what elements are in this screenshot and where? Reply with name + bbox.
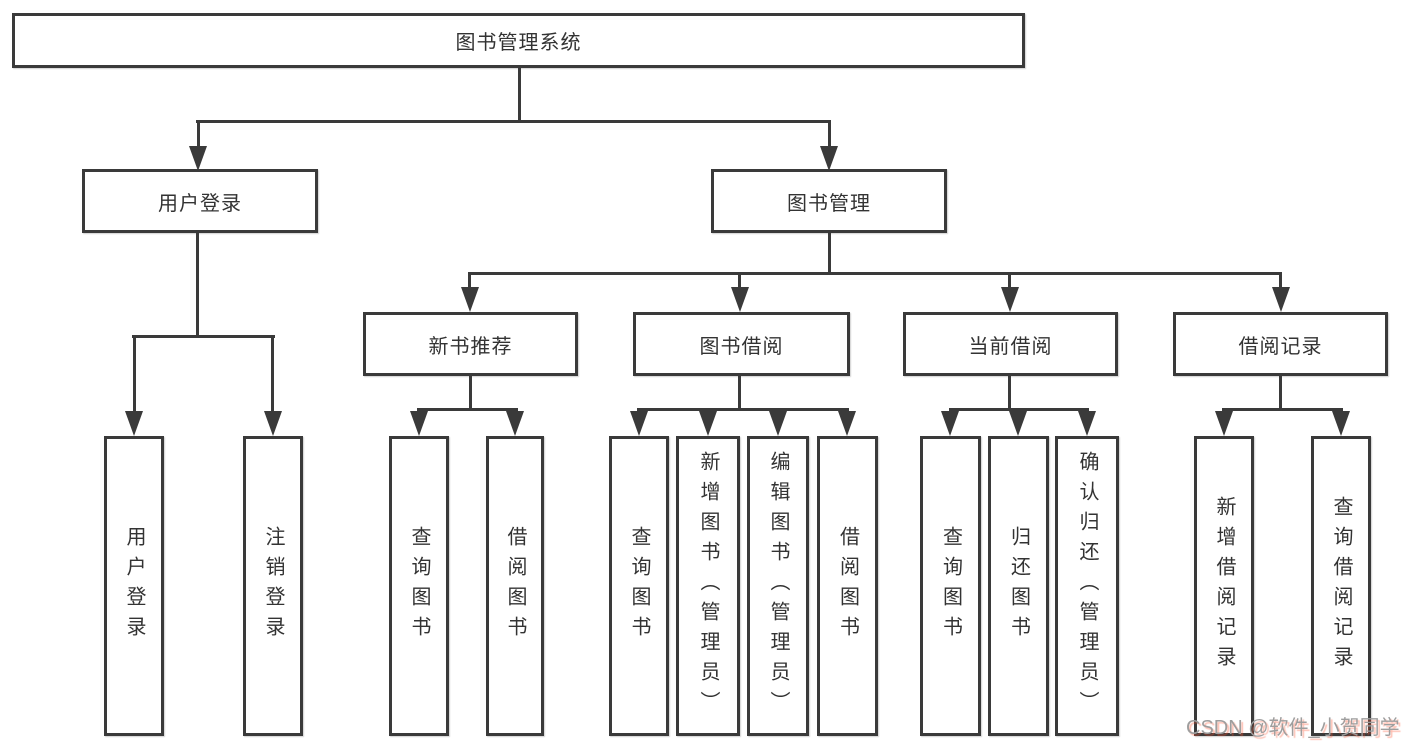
leaf-query-books-borrow: 查询图书 [609, 436, 669, 736]
connector-nbr-horizontal [417, 408, 518, 411]
node-user-login: 用户登录 [82, 169, 318, 233]
leaf-borrow-books-recommend-label: 借阅图书 [504, 526, 526, 646]
arrowhead-bb-edit [769, 411, 787, 436]
leaf-add-book-admin-label: 新增图书（管理员） [697, 451, 719, 721]
connector-drop-leaf-logout [271, 335, 274, 414]
connector-drop-new-book-recommend [468, 272, 471, 289]
leaf-query-books-borrow-label: 查询图书 [628, 526, 650, 646]
node-book-management: 图书管理 [711, 169, 947, 233]
arrowhead-br-query [1332, 411, 1350, 436]
leaf-borrow-books-label: 借阅图书 [836, 526, 859, 646]
leaf-user-login-label: 用户登录 [123, 526, 145, 646]
connector-br-horizontal [1222, 408, 1343, 411]
node-root-library-system: 图书管理系统 [12, 13, 1025, 68]
leaf-logout: 注销登录 [243, 436, 303, 736]
leaf-query-books-current-label: 查询图书 [939, 526, 962, 646]
leaf-borrow-books: 借阅图书 [817, 436, 878, 736]
leaf-add-borrow-record-label: 新增借阅记录 [1213, 496, 1235, 676]
leaf-edit-book-admin: 编辑图书（管理员） [747, 436, 809, 736]
connector-drop-book-borrow [738, 272, 741, 289]
leaf-query-books-recommend-label: 查询图书 [408, 526, 430, 646]
arrowhead-bb-borrow [838, 411, 856, 436]
connector-user-login-horizontal [132, 335, 275, 338]
connector-bb-horizontal [637, 408, 849, 411]
leaf-query-borrow-record-label: 查询借阅记录 [1330, 496, 1352, 676]
arrowhead-bb-query [630, 411, 648, 436]
arrowhead-leaf-logout [264, 411, 282, 436]
leaf-return-book: 归还图书 [988, 436, 1049, 736]
arrowhead-book-borrow [731, 287, 749, 312]
arrowhead-cb-return [1009, 411, 1027, 436]
connector-br-stem [1279, 376, 1282, 409]
leaf-query-books-current: 查询图书 [920, 436, 981, 736]
connector-bb-stem [738, 376, 741, 409]
connector-book-mgmt-horizontal [468, 272, 1282, 275]
connector-drop-current-borrow [1008, 272, 1011, 289]
leaf-return-book-label: 归还图书 [1007, 526, 1030, 646]
connector-root-stem [518, 68, 521, 121]
leaf-query-books-recommend: 查询图书 [389, 436, 449, 736]
leaf-query-borrow-record: 查询借阅记录 [1311, 436, 1371, 736]
arrowhead-leaf-user-login [125, 411, 143, 436]
arrowhead-br-add [1215, 411, 1233, 436]
arrowhead-borrow-record [1272, 287, 1290, 312]
node-borrow-record: 借阅记录 [1173, 312, 1388, 376]
csdn-watermark: CSDN @软件_小贺同学 [1186, 717, 1400, 739]
arrowhead-new-book-recommend [461, 287, 479, 312]
connector-cb-horizontal [949, 408, 1089, 411]
arrowhead-user-login [189, 146, 207, 171]
leaf-borrow-books-recommend: 借阅图书 [486, 436, 544, 736]
arrowhead-nbr-query [410, 411, 428, 436]
connector-user-login-stem [196, 233, 199, 335]
leaf-user-login: 用户登录 [104, 436, 164, 736]
leaf-add-borrow-record: 新增借阅记录 [1194, 436, 1254, 736]
leaf-logout-label: 注销登录 [262, 526, 284, 646]
connector-drop-book-management [828, 120, 831, 148]
leaf-edit-book-admin-label: 编辑图书（管理员） [767, 451, 789, 721]
node-book-borrow: 图书借阅 [633, 312, 850, 376]
arrowhead-nbr-borrow [506, 411, 524, 436]
connector-root-horizontal [196, 120, 831, 123]
connector-drop-borrow-record [1279, 272, 1282, 289]
connector-cb-stem [1008, 376, 1011, 409]
node-current-borrow: 当前借阅 [903, 312, 1118, 376]
arrowhead-cb-confirm [1078, 411, 1096, 436]
leaf-add-book-admin: 新增图书（管理员） [676, 436, 740, 736]
node-new-book-recommend: 新书推荐 [363, 312, 578, 376]
arrowhead-cb-query [941, 411, 959, 436]
leaf-confirm-return-admin: 确认归还（管理员） [1055, 436, 1119, 736]
arrowhead-current-borrow [1001, 287, 1019, 312]
connector-drop-user-login [197, 120, 200, 148]
connector-drop-leaf-user-login [133, 335, 136, 414]
arrowhead-bb-add [699, 411, 717, 436]
arrowhead-book-management [820, 146, 838, 171]
connector-nbr-stem [469, 376, 472, 409]
connector-book-mgmt-stem [828, 233, 831, 273]
leaf-confirm-return-admin-label: 确认归还（管理员） [1076, 451, 1098, 721]
